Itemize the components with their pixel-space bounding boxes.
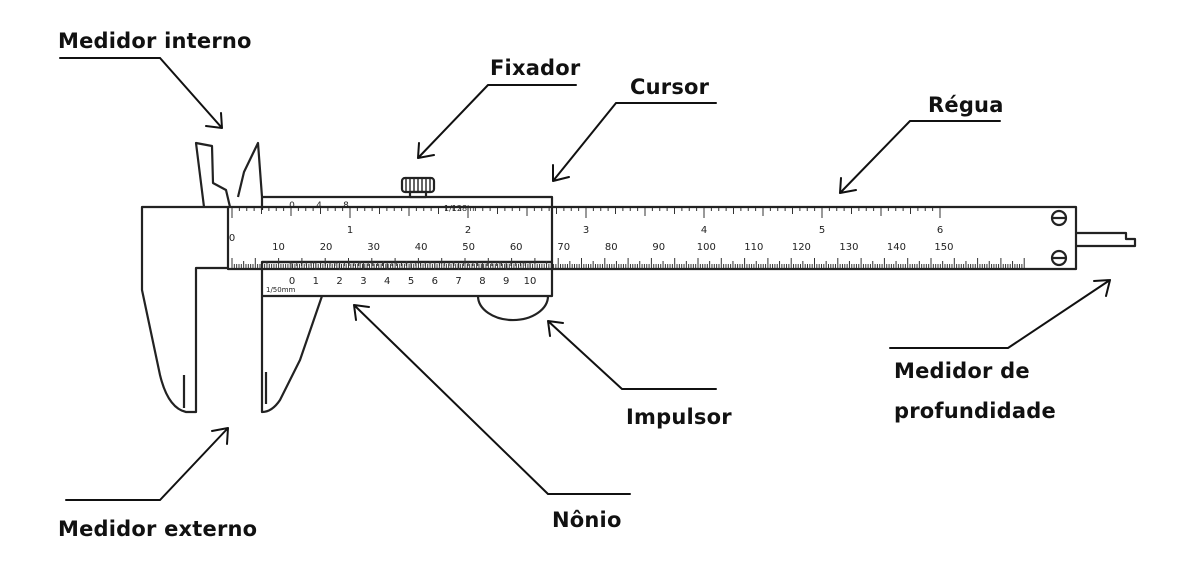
arrow-medidor-externo	[65, 427, 229, 501]
vernier-scale-number: 3	[360, 276, 366, 287]
vernier-scale-number: 0	[289, 276, 295, 287]
top-vernier-label: 1/128in	[444, 204, 474, 213]
end-screws	[1050, 209, 1068, 267]
vernier-scale-number: 1	[313, 276, 319, 287]
depth-rod	[1076, 231, 1137, 248]
vernier-scale-number: 2	[336, 276, 342, 287]
internal-jaw-moving	[236, 141, 264, 198]
mm-scale-number: 70	[557, 242, 570, 253]
label-cursor: Cursor	[630, 75, 710, 99]
bottom-vernier-label: 1/50mm	[266, 286, 296, 294]
impulsor-wheel	[476, 295, 550, 322]
label-impulsor: Impulsor	[626, 405, 732, 429]
arrow-fixador	[417, 84, 577, 159]
label-medidor-profundidade-2: profundidade	[894, 399, 1056, 423]
main-ruler	[226, 205, 1078, 271]
fixed-jaw	[140, 205, 228, 414]
mm-scale-number: 140	[887, 242, 906, 253]
vernier-scale-number: 5	[408, 276, 414, 287]
mm-scale-number: 40	[415, 242, 428, 253]
vernier-scale-number: 6	[432, 276, 438, 287]
inch-scale-number: 6	[937, 225, 943, 236]
label-medidor-profundidade-1: Medidor de	[894, 359, 1030, 383]
mm-scale-number: 80	[605, 242, 618, 253]
inch-scale-number: 3	[583, 225, 589, 236]
mm-scale-number: 90	[652, 242, 665, 253]
mm-scale-number: 30	[367, 242, 380, 253]
leader-arrows	[59, 57, 1111, 501]
mm-scale-number: 150	[934, 242, 953, 253]
inch-scale-number: 2	[465, 225, 471, 236]
inch-scale-number: 1	[347, 225, 353, 236]
moving-jaw	[260, 295, 324, 414]
inch-scale-number: 4	[701, 225, 707, 236]
inch-scale-number: 5	[819, 225, 825, 236]
inch-scale-number: 0	[229, 233, 235, 244]
vernier-scale-number: 10	[524, 276, 537, 287]
top-vernier-number: 8	[343, 201, 349, 211]
arrow-profundidade	[889, 279, 1111, 349]
vernier-scale-number: 7	[455, 276, 461, 287]
arrow-regua	[839, 120, 1001, 194]
vernier-scale-number: 4	[384, 276, 390, 287]
vernier-scale-number: 8	[479, 276, 485, 287]
vernier-scale-number: 9	[503, 276, 509, 287]
label-nonio: Nônio	[552, 508, 622, 532]
mm-scale-number: 100	[697, 242, 716, 253]
arrow-impulsor	[547, 320, 717, 390]
arrow-nonio	[353, 304, 631, 495]
label-medidor-interno: Medidor interno	[58, 29, 252, 53]
cursor-lower	[262, 232, 554, 264]
top-vernier-number: 0	[289, 201, 295, 211]
mm-scale-number: 130	[839, 242, 858, 253]
internal-jaw-fixed	[194, 141, 232, 208]
arrow-medidor-interno	[59, 57, 223, 129]
top-vernier-number: 4	[316, 201, 322, 211]
label-regua: Régua	[928, 93, 1004, 117]
mm-scale-number: 10	[272, 242, 285, 253]
label-fixador: Fixador	[490, 56, 581, 80]
label-medidor-externo: Medidor externo	[58, 517, 258, 541]
arrow-cursor	[552, 102, 717, 182]
mm-scale-number: 50	[462, 242, 475, 253]
mm-scale-number: 110	[744, 242, 763, 253]
mm-scale-number: 60	[510, 242, 523, 253]
mm-scale-number: 20	[320, 242, 333, 253]
cursor	[260, 195, 554, 232]
mm-scale-number: 120	[792, 242, 811, 253]
